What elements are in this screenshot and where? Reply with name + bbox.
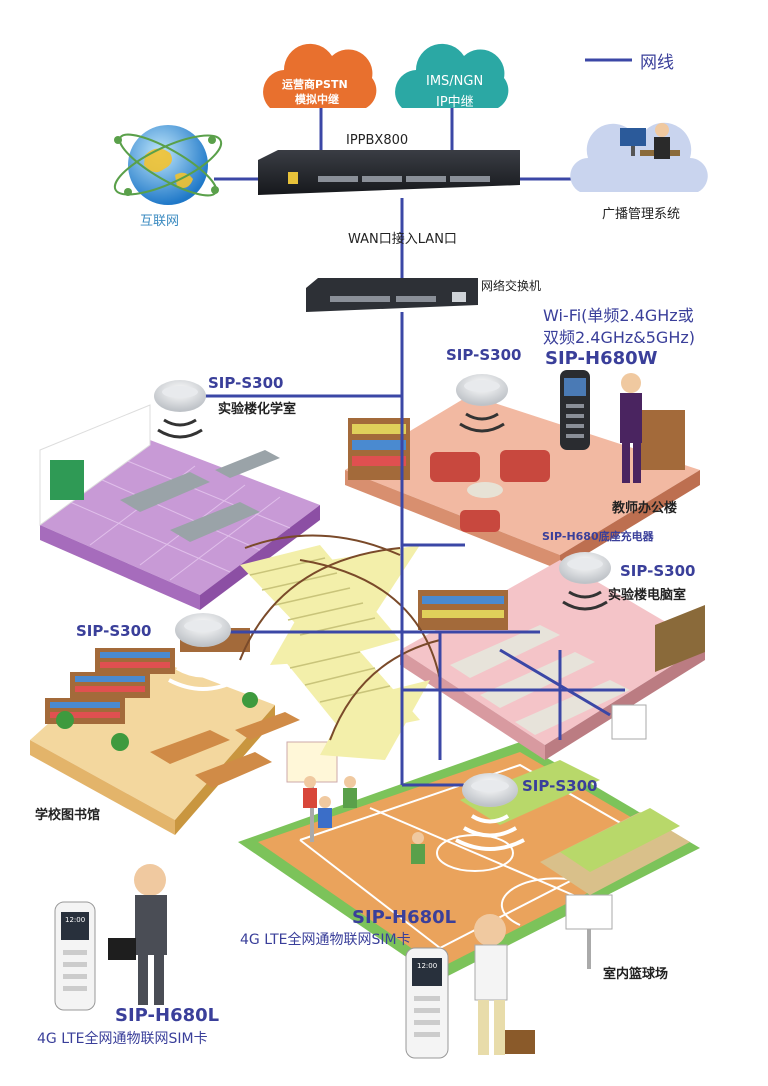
pstn-line-1: 运营商PSTN	[282, 78, 348, 91]
s300-label-library: SIP-S300	[76, 622, 152, 640]
bleachers	[460, 760, 690, 895]
computer-lab-block	[400, 560, 705, 760]
phone-h680l-right	[405, 947, 449, 1059]
library-block	[30, 628, 300, 835]
speaker-icons	[154, 374, 611, 851]
chem-lab-label: 实验楼化学室	[218, 402, 297, 417]
internet-label: 互联网	[140, 214, 180, 229]
businessman-figure	[108, 864, 167, 1005]
phone-time-right: 12:00	[417, 962, 438, 970]
broadcast-label: 广播管理系统	[602, 207, 681, 222]
wifi-note-line-2: 双频2.4GHz&5GHz)	[543, 328, 696, 347]
network-switch	[306, 278, 478, 312]
basketball-label: 室内篮球场	[603, 967, 669, 982]
teacher-figure	[620, 373, 642, 483]
lte-note-right: 4G LTE全网通物联网SIM卡	[240, 932, 411, 948]
ims-line-1: IMS/NGN	[426, 74, 484, 89]
h680l-label-left: SIP-H680L	[115, 1005, 220, 1026]
s300-label-computer: SIP-S300	[620, 562, 696, 580]
network-cables	[180, 108, 625, 787]
phone-h680l-left	[54, 901, 96, 1011]
charger-label: SIP-H680底座充电器	[542, 530, 654, 543]
s300-label-office: SIP-S300	[446, 346, 522, 364]
teacher-office-block	[345, 395, 700, 570]
legend-label: 网线	[640, 53, 674, 73]
broadcast-cloud	[570, 122, 708, 192]
ims-cloud	[395, 43, 509, 109]
s300-label-court: SIP-S300	[522, 777, 598, 795]
computer-lab-label: 实验楼电脑室	[608, 588, 687, 603]
ims-line-2: IP中继	[436, 95, 474, 110]
wan-label: WAN口接入LAN口	[348, 232, 457, 247]
lte-note-left: 4G LTE全网通物联网SIM卡	[37, 1031, 208, 1047]
globe-icon	[113, 125, 223, 205]
library-label: 学校图书馆	[35, 808, 101, 823]
pstn-cloud	[263, 43, 377, 108]
h680l-label-right: SIP-H680L	[352, 907, 457, 928]
man-with-phone-figure	[474, 914, 535, 1055]
ippbx-device	[258, 150, 520, 195]
teacher-office-label: 教师办公楼	[612, 501, 678, 516]
phone-h680w	[560, 370, 590, 450]
s300-label-chem: SIP-S300	[208, 374, 284, 392]
pstn-line-2: 模拟中继	[295, 93, 339, 106]
chem-lab-block	[39, 404, 320, 610]
h680w-label: SIP-H680W	[545, 348, 658, 369]
players	[303, 776, 425, 864]
ippbx-label: IPPBX800	[346, 133, 409, 148]
phone-time-left: 12:00	[65, 916, 86, 924]
switch-label: 网络交换机	[481, 279, 542, 293]
wifi-note-line-1: Wi-Fi(单频2.4GHz或	[543, 306, 694, 325]
